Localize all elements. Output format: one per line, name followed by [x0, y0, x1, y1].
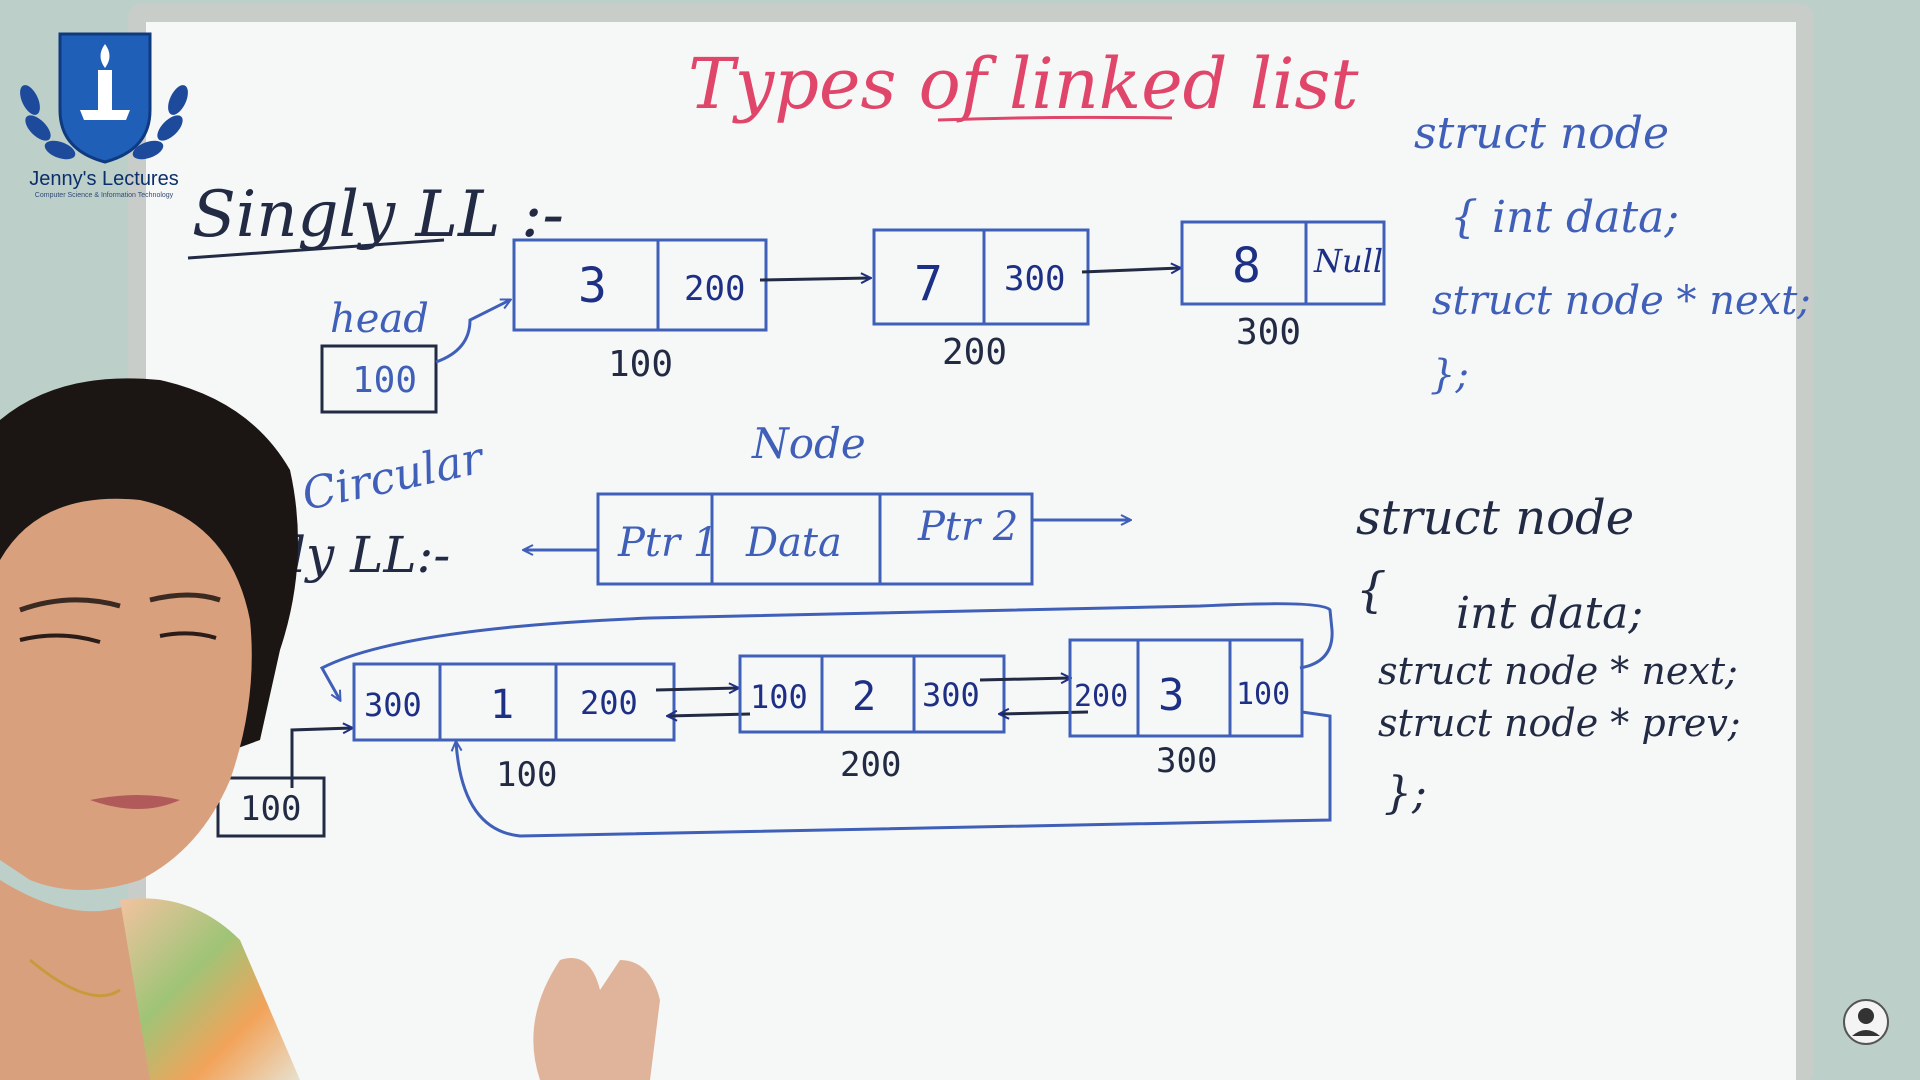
presenter-person: [0, 378, 660, 1080]
struct-line: { int data;: [1450, 192, 1679, 243]
node-next: 300: [1004, 259, 1065, 299]
head-label: head: [330, 296, 429, 342]
head-pointer-box: [320, 344, 438, 414]
node-address: 200: [840, 745, 901, 785]
node-next: 100: [1236, 677, 1290, 712]
singly-node: 3 200 100: [512, 238, 768, 385]
circular-next-loop: [319, 602, 1334, 700]
node-address: 300: [1156, 741, 1217, 781]
prev-arrow: [668, 714, 751, 716]
head-arrow: [435, 300, 510, 364]
struct-line: struct node * next;: [1432, 278, 1811, 324]
node-next: 200: [580, 684, 638, 722]
next-arrow: [759, 278, 870, 280]
node-address: 200: [942, 332, 1007, 373]
struct-line: int data;: [1456, 588, 1643, 639]
singly-node: 8 Null 300: [1180, 220, 1386, 353]
node-prev: 200: [1074, 679, 1128, 714]
struct-line: };: [1430, 352, 1469, 398]
title-text: Types of linked list: [688, 43, 1359, 125]
node-prev: 100: [750, 678, 808, 716]
presenter-avatar-icon: [1843, 999, 1889, 1045]
circular-node: 100 2 300 200: [738, 654, 1006, 785]
jennys-lectures-logo: [20, 32, 188, 164]
struct-line: {: [1356, 562, 1387, 618]
node-address: 100: [608, 344, 673, 385]
circular-head-box: [216, 776, 326, 838]
node-next: 200: [684, 269, 745, 309]
title-underline: [937, 115, 1173, 122]
node-next-null: Null: [1313, 242, 1383, 280]
node-data: 3: [578, 258, 607, 314]
node-cell-ptr2: Ptr 2: [917, 504, 1018, 550]
singly-heading-underline: [187, 238, 445, 260]
circular-node: 200 3 100 300: [1068, 638, 1304, 781]
logo-text: Jenny's Lectures: [29, 168, 179, 190]
struct-singly: struct node { int data; struct node * ne…: [1414, 108, 1811, 398]
circular-prev-loop: [456, 710, 1332, 838]
circular-heading-bottom: ly LL:-: [290, 526, 450, 584]
node-cell-data: Data: [745, 520, 842, 566]
next-arrow: [979, 678, 1070, 680]
struct-line: };: [1384, 768, 1427, 819]
struct-line: struct node: [1414, 108, 1669, 159]
struct-line: struct node * prev;: [1378, 701, 1741, 745]
struct-line: struct node * next;: [1378, 649, 1738, 693]
struct-line: struct node: [1356, 490, 1634, 546]
circular-head-arrow: [290, 728, 352, 788]
node-data: 1: [490, 682, 514, 728]
node-address: 300: [1236, 312, 1301, 353]
next-arrow: [1081, 268, 1180, 272]
node-data: 7: [914, 256, 943, 312]
whiteboard: [146, 22, 1796, 1080]
circular-head-value: 100: [240, 789, 301, 829]
struct-doubly: struct node { int data; struct node * ne…: [1356, 490, 1741, 819]
doubly-node-template: Ptr 1 Data Ptr 2: [596, 492, 1034, 586]
singly-heading: Singly LL :-: [192, 178, 564, 252]
node-label: Node: [751, 419, 866, 468]
singly-node: 7 300 200: [872, 228, 1090, 373]
logo-tagline: Computer Science & Information Technolog…: [34, 192, 174, 199]
prev-arrow: [1000, 712, 1089, 714]
node-address: 100: [496, 755, 557, 795]
head-value: 100: [352, 360, 417, 401]
node-data: 8: [1232, 238, 1261, 294]
node-data: 3: [1158, 670, 1185, 721]
node-cell-ptr1: Ptr 1: [617, 520, 718, 566]
circular-node: 300 1 200 100: [352, 662, 676, 795]
node-data: 2: [852, 674, 876, 720]
node-next: 300: [922, 676, 980, 714]
next-arrow: [655, 688, 738, 690]
node-prev: 300: [364, 686, 422, 724]
